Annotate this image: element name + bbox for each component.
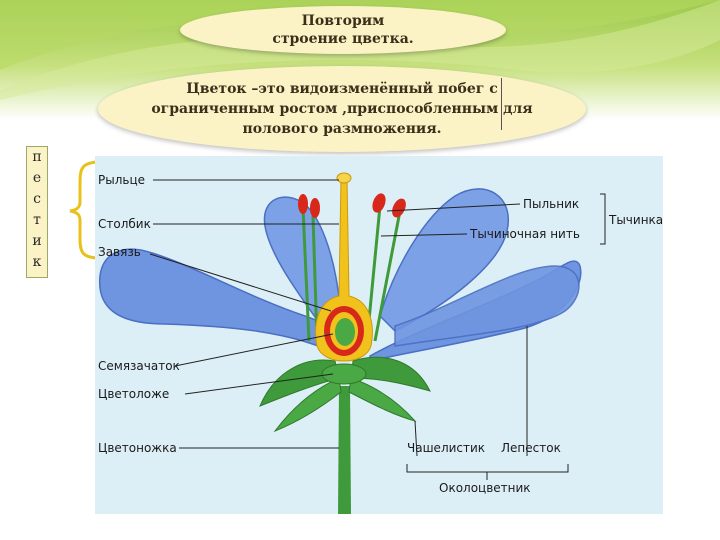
definition-oval: Цветок –это видоизменённый побег с огран… [98, 66, 586, 152]
receptacle-shape [321, 363, 367, 385]
label-stamen: Тычинка [608, 213, 663, 227]
label-perianth: Околоцветник [439, 481, 531, 495]
pistil-letter: т [33, 212, 41, 228]
pistil-letter: е [32, 170, 42, 186]
pistil-letter: к [32, 254, 42, 270]
pedicel-shape [338, 386, 351, 514]
anther-shape [310, 198, 320, 218]
petal-far-right [394, 265, 580, 347]
label-sepal: Чашелистик [407, 441, 485, 455]
pistil-vertical-label: п е с т и к [26, 146, 48, 278]
sepal-left [259, 359, 340, 407]
label-ovary: Завязь [98, 245, 141, 259]
anther-shape [372, 193, 386, 213]
sepal-left-lower [273, 377, 342, 433]
petal-back-left [263, 196, 341, 333]
definition-text: Цветок –это видоизменённый побег с огран… [151, 81, 533, 137]
label-filament: Тычиночная нить [469, 227, 580, 241]
petal-left [98, 248, 342, 358]
title-oval: Повторим строение цветка. [180, 6, 506, 54]
label-pedicel: Цветоножка [98, 441, 177, 455]
label-petal: Лепесток [501, 441, 561, 455]
divider-line [501, 78, 502, 130]
petal-back-right [379, 188, 510, 332]
sepal-right-lower [348, 377, 417, 422]
label-receptacle: Цветоложе [98, 387, 169, 401]
anther-shape [298, 194, 308, 214]
stigma-shape [336, 172, 352, 184]
sepal-right [350, 356, 431, 392]
label-style: Столбик [98, 217, 151, 231]
pistil-letter: с [33, 191, 41, 207]
flower-diagram: Рыльце Столбик Завязь Семязачаток Цветол… [98, 172, 663, 514]
pistil-letter: и [32, 233, 42, 249]
slide-title: Повторим строение цветка. [272, 13, 414, 47]
anther-shape [392, 198, 406, 218]
pistil-letter: п [32, 149, 42, 165]
label-anther: Пыльник [523, 197, 579, 211]
label-ovule: Семязачаток [98, 359, 180, 373]
label-stigma: Рыльце [98, 173, 145, 187]
ovule-shape [335, 318, 355, 346]
